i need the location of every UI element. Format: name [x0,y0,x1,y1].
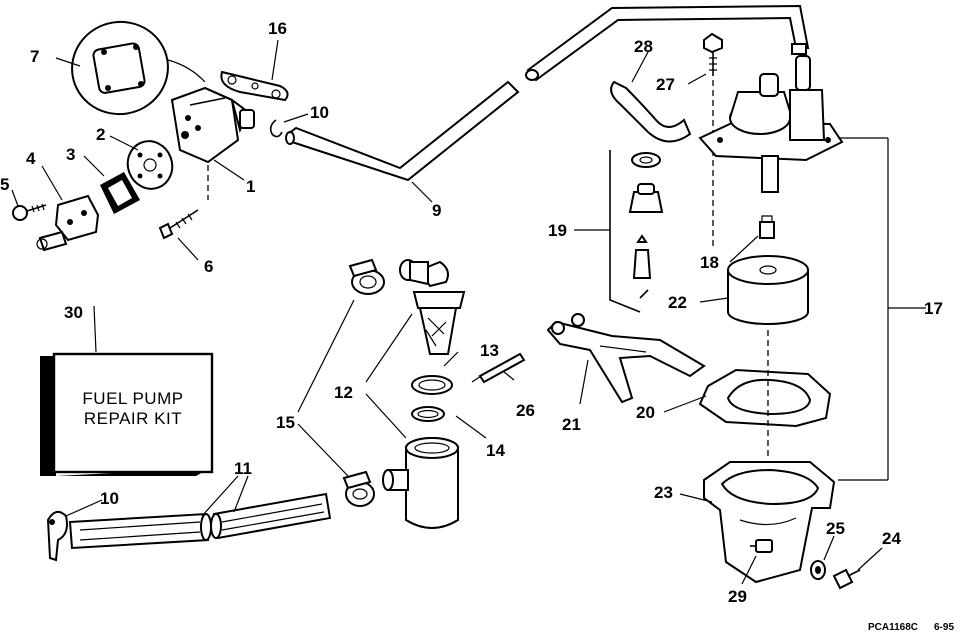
callout-18: 18 [700,253,719,272]
part-12-filter-bowl [382,437,459,529]
callout-9: 9 [432,201,441,220]
callout-12: 12 [334,383,353,402]
footer: PCA1168C 6-95 [868,622,954,633]
callout-11: 11 [234,459,252,478]
part-29-screw [750,539,773,553]
callout-16: 16 [268,19,287,38]
part-21-float-arm [546,313,706,404]
part-12-filter-top [399,259,466,355]
callout-21: 21 [562,415,581,434]
part-28-hose [610,80,692,143]
callout-22: 22 [668,293,687,312]
leader-lines [11,39,926,585]
callout-15: 15 [276,413,295,432]
part-10-clip-upper [269,119,283,138]
kit-box-line1: FUEL PUMP [82,389,183,408]
part-30-kit-box: FUEL PUMP REPAIR KIT [40,352,214,476]
callout-10-lower: 10 [100,489,119,508]
part-16-gasket [220,70,289,102]
part-9-hose [285,80,520,182]
upper-hose [525,4,810,82]
part-15-clamp-lower [342,470,375,507]
callout-17: 17 [924,299,943,318]
callout-5: 5 [0,175,9,194]
part-14-oring [411,406,445,422]
part-6-screw [158,209,199,240]
part-24-screw [832,568,861,590]
callout-6: 6 [204,257,213,276]
part-7-cover [71,20,206,116]
part-5-screw [12,203,47,221]
callout-14: 14 [486,441,505,460]
part-4-pump-head [36,194,100,252]
callout-4: 4 [26,149,36,168]
callout-20: 20 [636,403,655,422]
callout-3: 3 [66,145,75,164]
callout-10-upper: 10 [310,103,329,122]
part-2-diaphragm [126,140,174,190]
callout-2: 2 [96,125,105,144]
callout-1: 1 [246,177,255,196]
callout-23: 23 [654,483,673,502]
part-19-valve-kit [609,150,664,313]
part-26-pin [478,352,526,384]
callout-30: 30 [64,303,83,322]
part-25-washer [810,560,826,580]
part-3-gasket [100,172,140,214]
part-11-hose-left [68,512,212,550]
callout-labels: 7 16 10 2 3 4 5 1 6 9 28 27 19 18 22 17 … [0,19,943,606]
footer-date: 6-95 [934,622,954,633]
part-18-valve [759,215,775,239]
part-23-bowl [703,330,836,584]
callout-19: 19 [548,221,567,240]
part-13-oring [411,375,453,395]
part-15-clamp-upper [348,258,385,295]
callout-29: 29 [728,587,747,606]
footer-code: PCA1168C [868,622,918,633]
part-1-pump-body [170,86,255,200]
part-20-gasket [698,368,832,428]
callout-24: 24 [882,529,901,548]
kit-box-line2: REPAIR KIT [84,409,182,428]
part-17-pump-top [698,55,844,193]
callout-7: 7 [30,47,39,66]
callout-27: 27 [656,75,675,94]
part-22-float [727,255,809,325]
callout-13: 13 [480,341,499,360]
callout-26: 26 [516,401,535,420]
callout-28: 28 [634,37,653,56]
callout-25: 25 [826,519,845,538]
part-11-hose-right [210,492,332,540]
part-27-bolt [703,32,723,250]
part-10-clip-lower [46,510,68,562]
